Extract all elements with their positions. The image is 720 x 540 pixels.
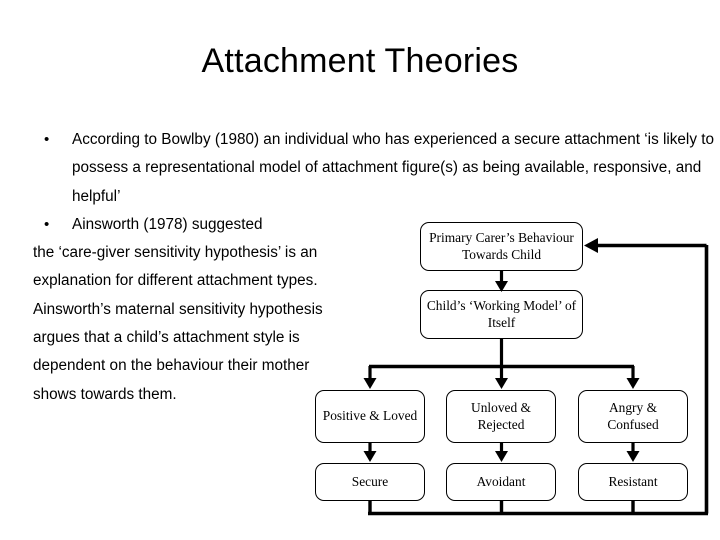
- arrow-angry-to-resistant: [626, 443, 640, 462]
- diagram-box-resistant: Resistant: [578, 463, 688, 501]
- bullet-item-bowlby: • According to Bowlby (1980) an individu…: [33, 126, 716, 211]
- diagram-box-avoidant: Avoidant: [446, 463, 556, 501]
- arrow-unloved-to-avoidant: [495, 443, 508, 462]
- body-text-block: • According to Bowlby (1980) an individu…: [33, 126, 714, 409]
- diagram-box-secure: Secure: [315, 463, 425, 501]
- page-title: Attachment Theories: [201, 42, 519, 80]
- bullet-marker-icon: •: [44, 131, 50, 148]
- bullet-lead-ainsworth: Ainsworth (1978) suggested: [72, 215, 263, 233]
- bullet-marker-icon: •: [44, 215, 50, 233]
- bullet-text-ainsworth: the ‘care-giver sensitivity hypothesis’ …: [33, 244, 323, 403]
- bullet-item-ainsworth: • Ainsworth (1978) suggested the ‘care-g…: [33, 211, 333, 409]
- bullet-text-bowlby: According to Bowlby (1980) an individual…: [72, 131, 714, 205]
- arrow-positive-to-secure: [363, 443, 377, 462]
